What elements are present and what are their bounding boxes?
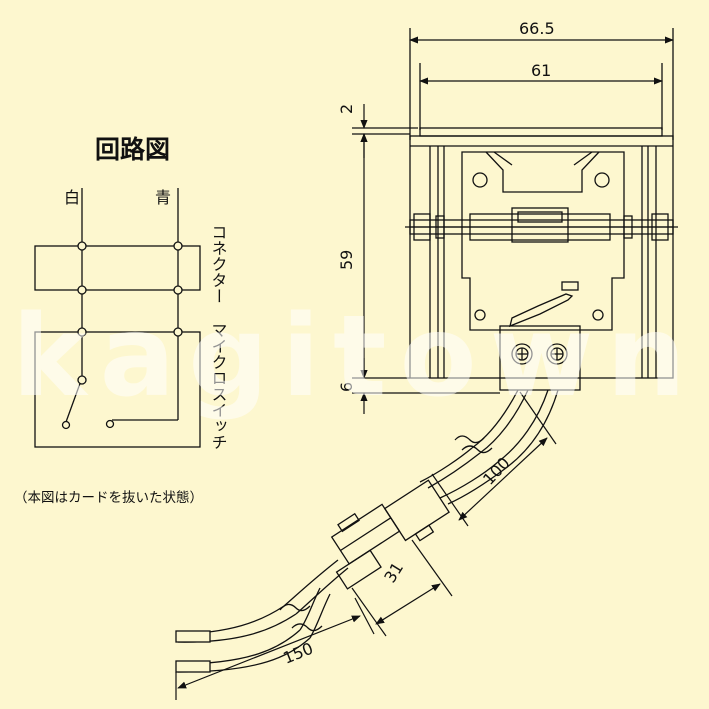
wire-label-blue: 青	[155, 188, 171, 207]
watermark: kagitown	[12, 292, 692, 422]
dim-height: 59	[337, 250, 356, 270]
mount-hole	[592, 309, 604, 321]
connector-body	[330, 479, 450, 590]
connector-box	[34, 245, 201, 291]
dim-top-width: 66.5	[519, 19, 555, 38]
dim-lead-lower: 150	[280, 639, 315, 668]
housing-top-lip	[419, 127, 663, 137]
dim-bottom-gap: 6	[337, 382, 356, 392]
mount-hole	[594, 172, 610, 188]
connector-label: コネクター	[209, 224, 228, 304]
junction-dot	[77, 327, 87, 337]
dim-line-lead-lower	[177, 615, 361, 689]
dim-connector-len: 31	[380, 559, 407, 586]
switch-contact-right	[105, 419, 115, 429]
junction-dot	[77, 375, 87, 385]
mounting-plate	[461, 151, 625, 331]
wire-label-white: 白	[64, 188, 80, 207]
mount-hole	[474, 309, 486, 321]
housing-body	[409, 135, 674, 379]
terminal-screw-left	[511, 343, 533, 365]
actuator-lever	[509, 293, 574, 328]
circuit-diagram: 回路図 白 青	[34, 135, 201, 448]
lead-wire	[295, 567, 349, 615]
switch-label: マイクロスイッチ	[209, 322, 228, 450]
dim-line-lead-upper	[458, 437, 548, 521]
lead-wire	[177, 605, 285, 635]
junction-dot	[77, 285, 87, 295]
junction-dot	[173, 327, 183, 337]
dimension-lines	[175, 36, 674, 700]
micro-switch-body	[499, 325, 581, 391]
switch-contact-left	[61, 420, 71, 430]
dim-inner-width: 61	[531, 61, 551, 80]
lead-wire	[283, 559, 339, 607]
dim-line-connector	[375, 583, 441, 625]
switch-box	[34, 331, 201, 448]
note-text: （本図はカードを抜いた状態）	[14, 490, 203, 506]
junction-dot	[173, 241, 183, 251]
dim-top-gap: 2	[337, 104, 356, 114]
junction-dot	[173, 285, 183, 295]
junction-dot	[77, 241, 87, 251]
mount-hole	[472, 172, 488, 188]
switch-lever	[65, 377, 83, 423]
circuit-title: 回路図	[95, 135, 170, 164]
terminal-screw-right	[546, 343, 568, 365]
